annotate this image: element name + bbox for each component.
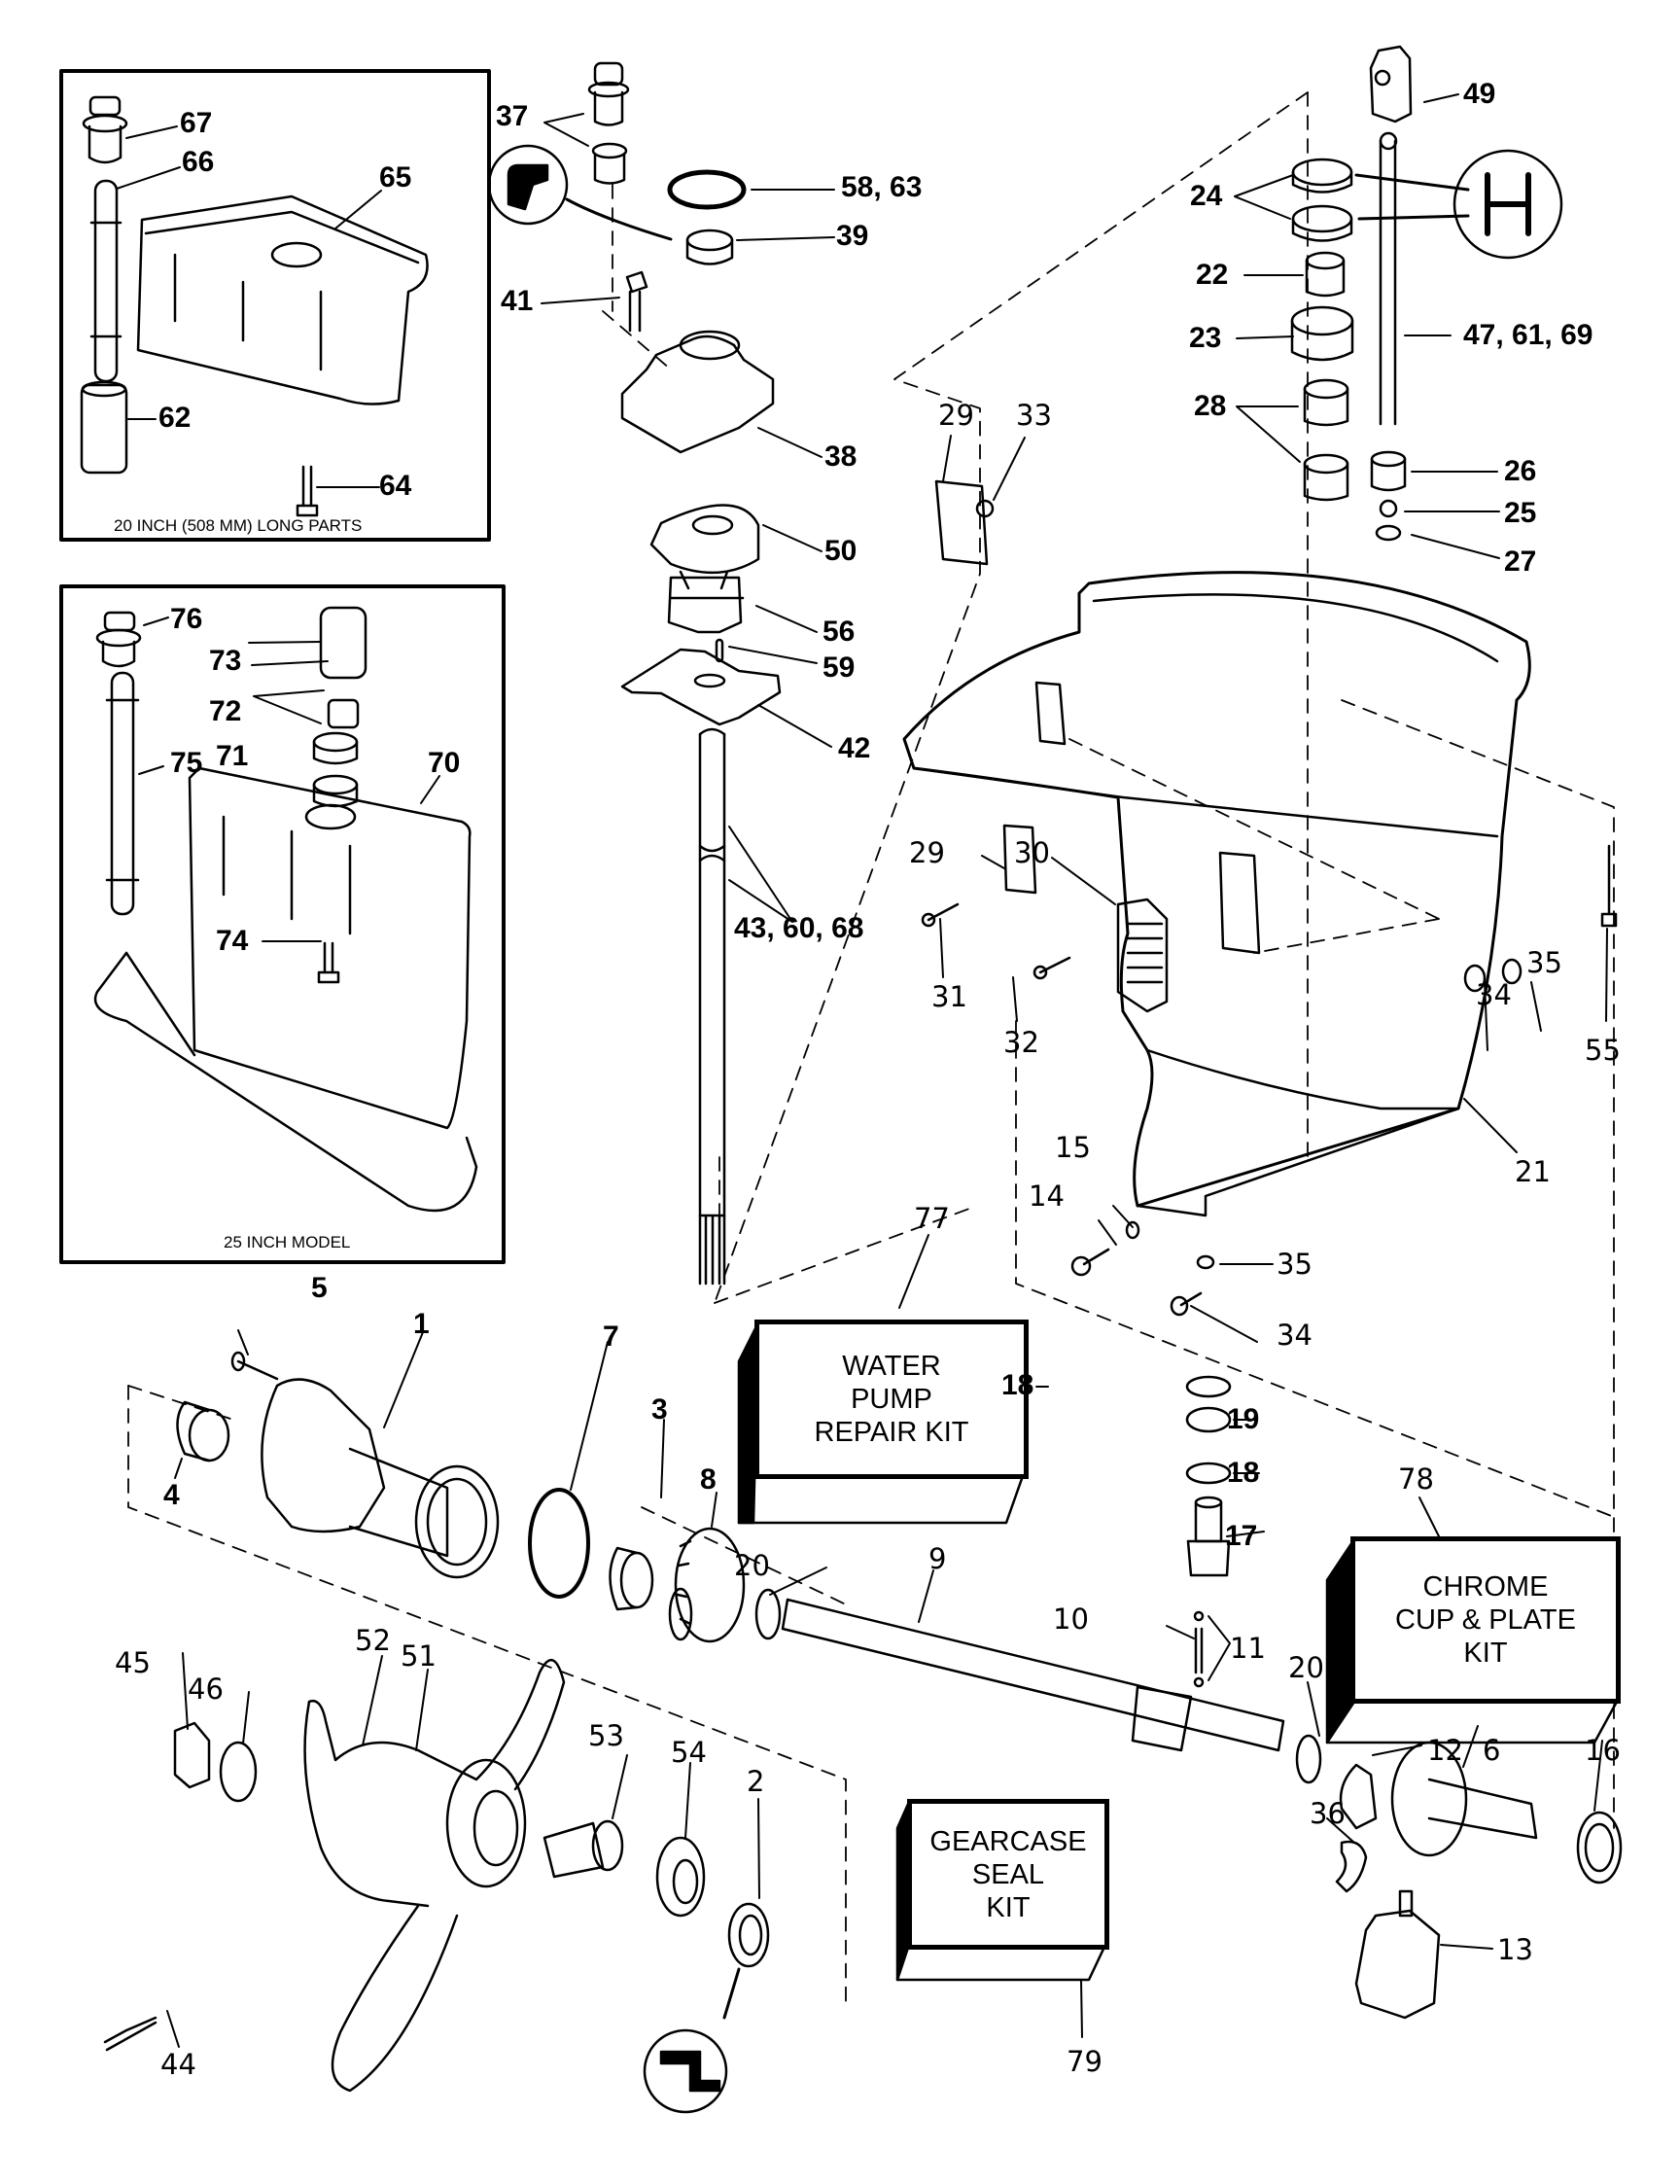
part-label-29-upper: 29 (938, 399, 974, 432)
part-label-56: 56 (822, 616, 856, 648)
part-label-35-lower: 35 (1277, 1248, 1312, 1281)
part-label-9: 9 (928, 1542, 947, 1575)
part-label-17: 17 (1225, 1520, 1258, 1552)
part-label-34-upper: 34 (1476, 978, 1512, 1011)
part-label-66: 66 (182, 146, 215, 178)
part-label-18-upper: 18 (1001, 1369, 1034, 1401)
part-label-7: 7 (603, 1321, 619, 1353)
part-label-44: 44 (160, 2048, 196, 2081)
part-label-55: 55 (1585, 1034, 1621, 1067)
part-label-42: 42 (838, 732, 871, 764)
part-label-49: 49 (1463, 78, 1496, 110)
part-label-52: 52 (355, 1624, 391, 1657)
part-label-33: 33 (1016, 399, 1052, 432)
part-label-36: 36 (1310, 1797, 1346, 1830)
part-label-74: 74 (216, 925, 249, 957)
kit-label-gearcase-seal: GEARCASE SEAL KIT (929, 1825, 1087, 1923)
part-label-16: 16 (1585, 1734, 1621, 1767)
part-label-14: 14 (1029, 1180, 1065, 1213)
part-label-20-rear: 20 (1288, 1651, 1324, 1684)
part-label-64: 64 (379, 470, 412, 502)
part-label-77: 77 (914, 1202, 950, 1235)
part-label-2: 2 (747, 1765, 765, 1798)
part-label-70: 70 (428, 747, 461, 779)
part-label-62: 62 (158, 402, 192, 434)
part-label-54: 54 (671, 1736, 707, 1769)
part-label-73: 73 (209, 645, 242, 677)
part-label-19: 19 (1227, 1403, 1260, 1435)
gearcase-housing (902, 479, 1618, 1317)
part-label-28: 28 (1194, 390, 1227, 422)
part-label-37: 37 (496, 100, 529, 132)
part-label-22: 22 (1196, 259, 1229, 291)
gear-train-parts (176, 1351, 1623, 2020)
propeller-parts (103, 1659, 770, 2114)
part-label-29-lower: 29 (909, 836, 945, 869)
part-label-32: 32 (1003, 1026, 1039, 1059)
inset-20in-frame (59, 69, 491, 542)
part-label-71: 71 (216, 740, 249, 772)
part-label-39: 39 (836, 220, 869, 252)
part-label-20-front: 20 (734, 1549, 770, 1582)
part-label-47-61-69: 47, 61, 69 (1463, 319, 1593, 351)
part-label-6: 6 (1483, 1734, 1501, 1767)
part-label-5: 5 (311, 1272, 328, 1304)
part-label-79: 79 (1067, 2045, 1102, 2078)
leader-lines (116, 93, 1608, 2048)
part-label-18-lower: 18 (1227, 1457, 1260, 1489)
part-label-67: 67 (180, 107, 213, 139)
kit-label-chrome-cup: CHROME CUP & PLATE KIT (1395, 1571, 1576, 1669)
inset-25in-frame (59, 584, 506, 1264)
part-label-43-60-68: 43, 60, 68 (734, 912, 864, 944)
part-label-59: 59 (822, 652, 856, 684)
part-label-45: 45 (115, 1646, 151, 1679)
part-label-65: 65 (379, 161, 412, 194)
part-label-26: 26 (1504, 455, 1537, 487)
part-label-30: 30 (1014, 836, 1050, 869)
part-label-13: 13 (1497, 1933, 1533, 1966)
inset-20in-caption: 20 INCH (508 MM) LONG PARTS (114, 516, 363, 535)
part-label-3: 3 (651, 1393, 668, 1426)
part-label-58-63: 58, 63 (841, 171, 923, 203)
part-label-75: 75 (170, 747, 203, 779)
part-label-46: 46 (188, 1673, 224, 1706)
part-label-25: 25 (1504, 497, 1537, 529)
part-label-31: 31 (931, 980, 967, 1013)
part-label-34-lower: 34 (1277, 1319, 1312, 1352)
shift-rod-parts (1290, 45, 1563, 542)
water-pump-parts (487, 61, 782, 1286)
part-label-24: 24 (1190, 180, 1223, 212)
part-label-12: 12 (1427, 1734, 1463, 1767)
part-label-38: 38 (824, 440, 858, 473)
part-label-50: 50 (824, 535, 858, 567)
part-label-41: 41 (501, 285, 534, 317)
part-label-21: 21 (1515, 1155, 1551, 1188)
part-label-72: 72 (209, 695, 242, 727)
part-label-15: 15 (1055, 1131, 1091, 1164)
part-label-1: 1 (413, 1308, 430, 1340)
part-label-53: 53 (588, 1719, 624, 1752)
part-label-11: 11 (1230, 1632, 1266, 1665)
part-label-76: 76 (170, 603, 203, 635)
part-label-8: 8 (700, 1463, 717, 1496)
kit-label-water-pump: WATER PUMP REPAIR KIT (814, 1351, 969, 1448)
part-label-10: 10 (1053, 1603, 1089, 1636)
part-label-27: 27 (1504, 546, 1537, 578)
part-label-35-upper: 35 (1526, 946, 1562, 979)
part-label-78: 78 (1398, 1462, 1434, 1496)
part-label-23: 23 (1189, 322, 1222, 354)
assembly-guide-lines (127, 91, 1615, 2004)
inset-25in-caption: 25 INCH MODEL (224, 1233, 351, 1251)
inset-20in-parts (80, 95, 429, 517)
inset-25in-parts (93, 606, 478, 1213)
part-label-4: 4 (163, 1479, 180, 1511)
part-label-51: 51 (401, 1639, 437, 1673)
